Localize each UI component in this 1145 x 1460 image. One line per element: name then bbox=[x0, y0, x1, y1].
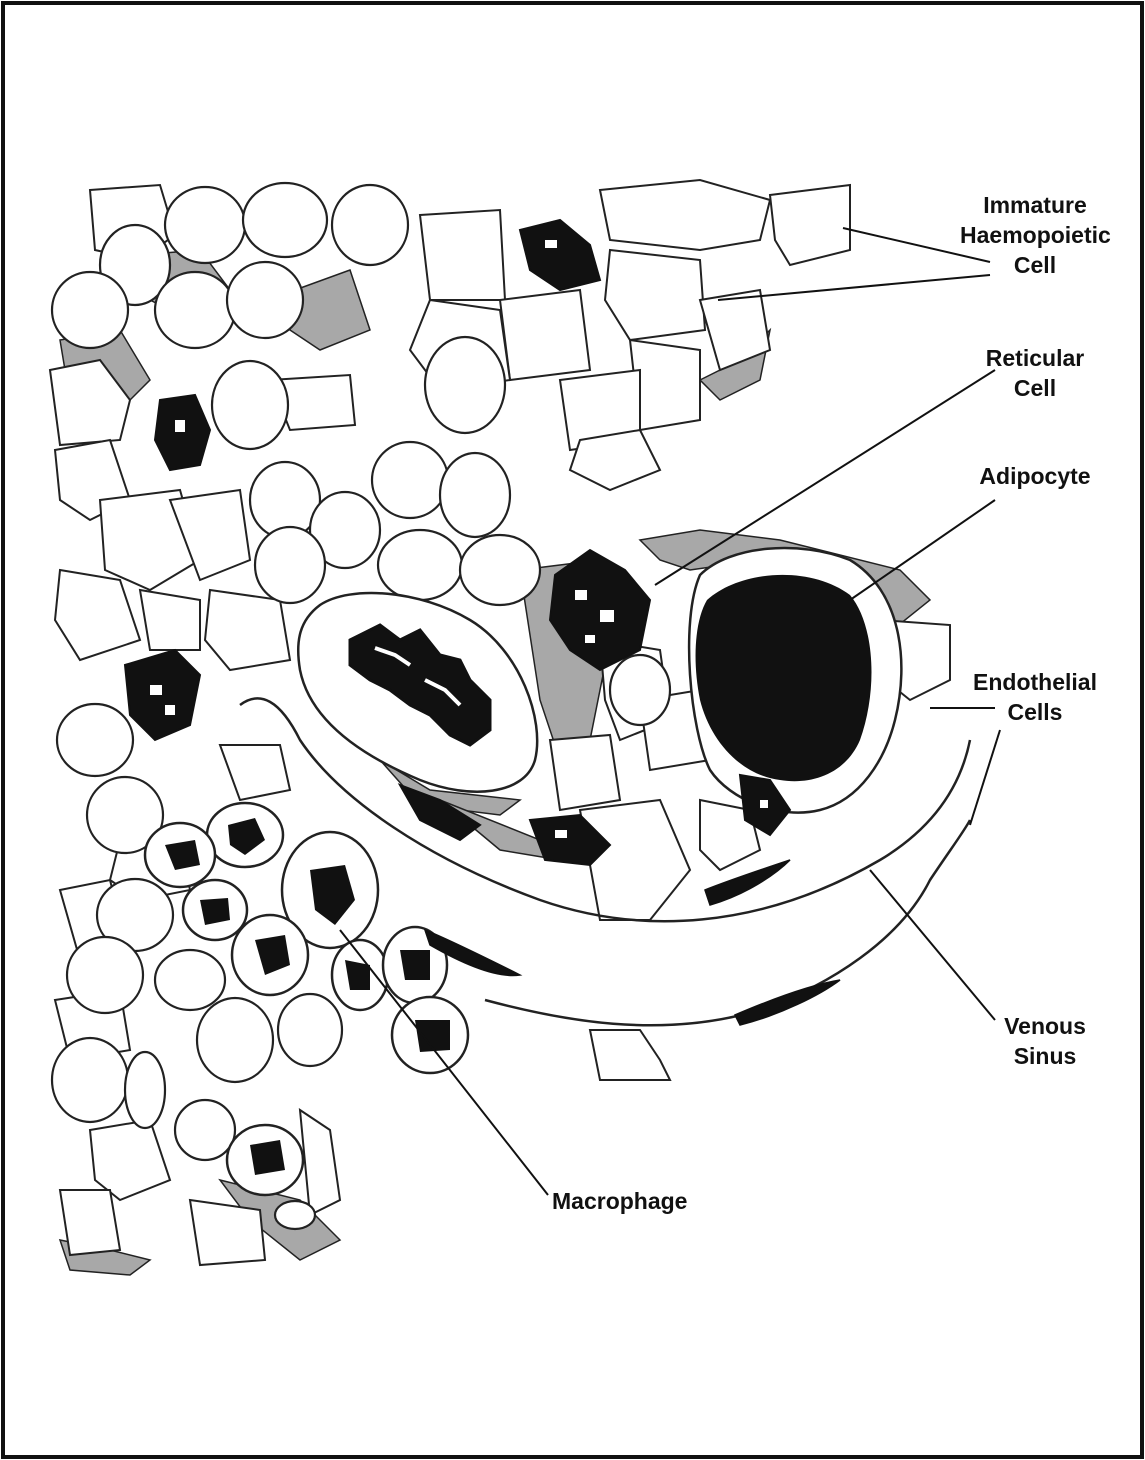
label-macrophage: Macrophage bbox=[552, 1186, 722, 1216]
label-line: Cell bbox=[975, 373, 1095, 403]
label-line: Cell bbox=[960, 250, 1110, 280]
label-line: Venous bbox=[995, 1011, 1095, 1041]
label-line: Macrophage bbox=[552, 1186, 722, 1216]
large-nucleated-cell bbox=[298, 593, 537, 792]
label-endothelial-cells: Endothelial Cells bbox=[960, 667, 1110, 727]
label-line: Endothelial bbox=[960, 667, 1110, 697]
label-immature-haemopoietic-cell: Immature Haemopoietic Cell bbox=[960, 190, 1110, 280]
label-adipocyte: Adipocyte bbox=[965, 461, 1105, 491]
label-line: Cells bbox=[960, 697, 1110, 727]
label-line: Immature bbox=[960, 190, 1110, 220]
label-reticular-cell: Reticular Cell bbox=[975, 343, 1095, 403]
label-line: Sinus bbox=[995, 1041, 1095, 1071]
label-venous-sinus: Venous Sinus bbox=[995, 1011, 1095, 1071]
label-line: Haemopoietic bbox=[960, 220, 1110, 250]
label-line: Reticular bbox=[975, 343, 1095, 373]
label-line: Adipocyte bbox=[965, 461, 1105, 491]
